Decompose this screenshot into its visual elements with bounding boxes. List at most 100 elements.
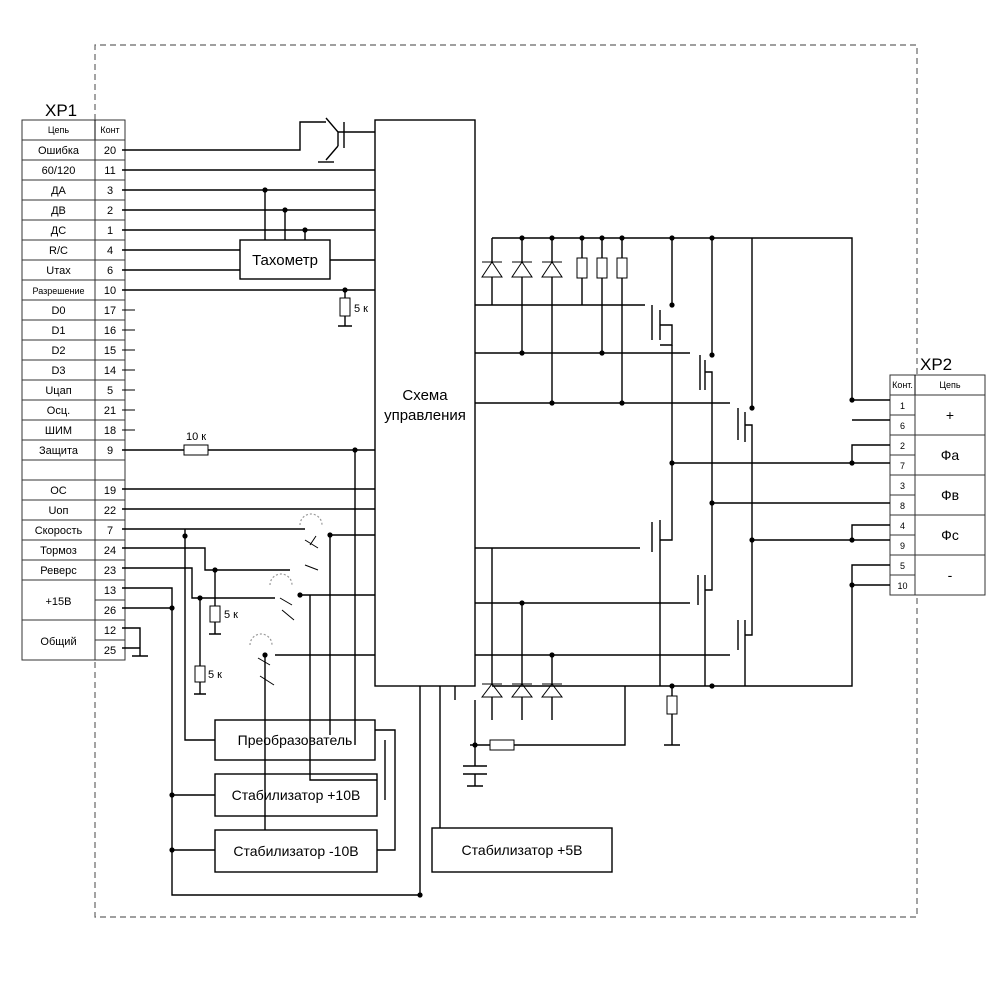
resistor-enable-label: 5 к [354,303,368,315]
input-wires [122,117,420,896]
xp1-row-name: ОС [50,485,67,497]
xp1-row-pin: 10 [104,285,116,297]
stabilizer-minus10-label: Стабилизатор -10В [233,843,358,859]
xp1-header-cont: Конт [100,125,119,135]
xp1-row-name: Тормоз [40,545,77,557]
xp1-group-cell [21,579,96,621]
xp2-pin: 8 [900,501,905,511]
xp1-row-pin: 22 [104,505,116,517]
xp1-row-pin: 23 [104,565,116,577]
xp1-row-pin: 16 [104,325,116,337]
junction-dots [169,187,855,898]
xp1-row-name: ДВ [51,205,66,217]
stabilizer-plus5-label: Стабилизатор +5В [462,842,583,858]
xp1-row-pin: 4 [107,245,113,257]
xp1-row-name: ДА [51,185,66,197]
tachometer-label: Тахометр [252,252,318,269]
xp1-row-name: Uтах [46,265,71,277]
xp1-row-pin: 7 [107,525,113,537]
xp1-row-name: ШИМ [45,425,72,437]
xp1-row-pin: 3 [107,185,113,197]
xp1-header-chain: Цепь [48,125,70,135]
xp1-row-name: R/C [49,245,68,257]
xp2-group-cell [914,474,986,516]
xp1-row-name: ДС [51,225,66,237]
xp2-pin: 1 [900,401,905,411]
stabilizer-plus10-block: Стабилизатор +10В [214,773,378,817]
xp1-group-pin: 13 [104,585,116,597]
xp2-group-name: - [948,567,953,583]
control-label-line2: управления [384,407,466,424]
xp1-group-pin: 26 [104,605,116,617]
control-circuit-block: Схема управления [374,119,476,687]
resistor-reverse-label: 5 к [208,669,222,681]
converter-block: Преобразователь [214,719,376,761]
xp1-row-name: Разрешение [33,286,85,296]
xp1-group-name: Общий [40,636,76,648]
xp2-header-cont: Конт. [892,380,913,390]
xp1-row-name: Uцап [45,385,71,397]
xp1-row-pin-cell [94,459,126,481]
xp2-pin: 4 [900,521,905,531]
xp1-row-name: D0 [51,305,65,317]
xp1-row-pin: 11 [104,165,115,177]
xp1-row-pin: 9 [107,445,113,457]
xp2-title: XP2 [920,355,952,374]
xp2-pin: 6 [900,421,905,431]
xp1-row-pin: 19 [104,485,116,497]
xp1-row-pin: 18 [104,425,116,437]
stabilizer-plus10-label: Стабилизатор +10В [232,787,361,803]
power-stage [419,237,890,895]
xp2-pin: 5 [900,561,905,571]
control-label-line1: Схема [402,387,448,404]
tachometer-block: Тахометр [239,239,331,280]
xp1-row-pin: 17 [104,305,116,317]
xp1-row-name: D3 [51,365,65,377]
xp1-row-name: Реверс [40,565,77,577]
xp1-row-name-cell [21,459,96,481]
xp2-pin: 3 [900,481,905,491]
xp1-row-pin: 1 [107,225,113,237]
resistor-protect-label: 10 к [186,431,206,443]
resistor-brake-label: 5 к [224,609,238,621]
xp2-pin: 7 [900,461,905,471]
xp1-row-pin: 24 [104,545,116,557]
xp1-group-cell [21,619,96,661]
stabilizer-plus5-block: Стабилизатор +5В [431,827,613,873]
xp1-group-pin: 12 [104,625,116,637]
xp1-row-name: Осц. [47,405,70,417]
xp1-row-name: 60/120 [42,165,76,177]
xp2-group-name: Фс [941,527,959,543]
xp2-group-name: + [946,407,954,423]
xp1-row-name: Защита [39,445,79,457]
xp1-row-name: D1 [51,325,65,337]
xp1-row-pin: 2 [107,205,113,217]
xp1-row-pin: 5 [107,385,113,397]
xp1-row-name: Ошибка [38,145,80,157]
xp1-row-pin: 20 [104,145,116,157]
xp2-group-name: Фв [941,487,959,503]
converter-label: Преобразователь [238,732,353,748]
xp2-pin: 9 [900,541,905,551]
xp2-group-name: Фа [941,447,960,463]
xp2-pin: 2 [900,441,905,451]
xp1-row-name: Uоп [48,505,68,517]
xp1-row-pin: 21 [104,405,116,417]
xp1-title: XP1 [45,101,77,120]
xp1-row-pin: 6 [107,265,113,277]
xp1-group-pin: 25 [104,645,116,657]
xp1-row-name: Скорость [35,525,83,537]
xp1-row-pin: 14 [104,365,116,377]
xp1-group-pin-cell [94,639,126,661]
xp1-row-pin: 15 [104,345,116,357]
xp2-group-cell [914,554,986,596]
stabilizer-minus10-block: Стабилизатор -10В [214,829,378,873]
xp1-group-name: +15В [46,596,72,608]
xp1-row-name: D2 [51,345,65,357]
xp2-pin: 10 [897,581,907,591]
